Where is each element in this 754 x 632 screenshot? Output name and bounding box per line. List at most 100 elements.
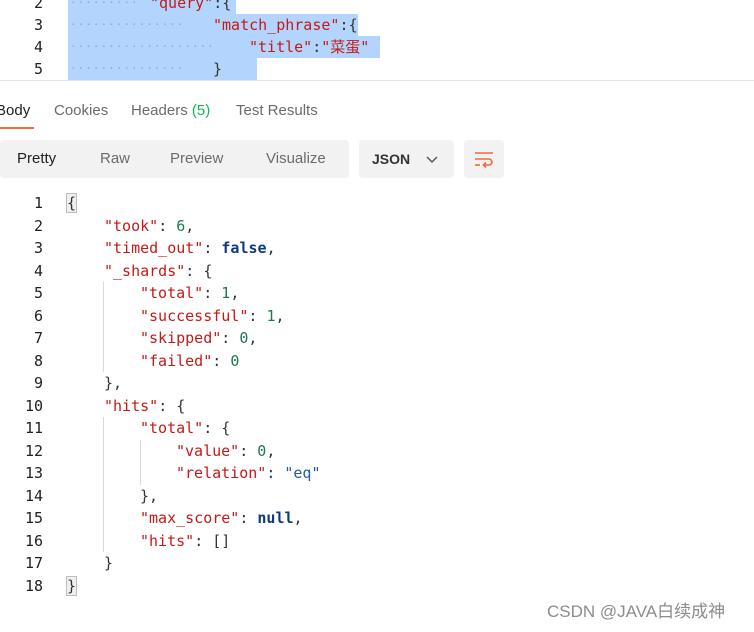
- json-key: "value": [176, 441, 240, 460]
- json-key: "timed_out": [104, 239, 204, 257]
- json-value: {: [176, 396, 186, 415]
- headers-count-badge: (5): [191, 102, 211, 119]
- line-number: 2: [33, 216, 43, 235]
- code-line: 16 "hits": []: [0, 530, 754, 553]
- json-key: "total": [140, 419, 204, 437]
- preview-button[interactable]: Preview: [170, 150, 224, 167]
- request-value: "菜蛋": [321, 38, 370, 56]
- json-key: "successful": [140, 306, 249, 325]
- tab-test-results[interactable]: Test Results: [236, 102, 318, 119]
- request-punct: }: [213, 60, 223, 78]
- pretty-button[interactable]: Pretty: [17, 150, 57, 167]
- line-number: 2: [33, 0, 43, 12]
- line-number: 4: [33, 261, 43, 280]
- line-number: 7: [33, 329, 43, 347]
- code-line: 10 "hits": {: [0, 395, 754, 418]
- json-separator: :: [203, 284, 222, 302]
- json-brace: }: [104, 554, 114, 572]
- line-number: 1: [33, 194, 43, 212]
- request-line: 5 ··············· }: [0, 58, 754, 80]
- line-number: 9: [33, 374, 43, 392]
- selection-highlight: [68, 14, 358, 36]
- json-separator: :: [239, 509, 258, 527]
- matched-brace: }: [65, 575, 78, 596]
- json-separator: :: [221, 329, 240, 347]
- line-number: 11: [24, 419, 43, 437]
- json-separator: :: [203, 419, 222, 437]
- json-separator: :: [185, 261, 204, 280]
- code-line: 3 "timed_out": false,: [0, 237, 754, 260]
- json-comma: ,: [266, 441, 276, 460]
- line-number: 10: [24, 396, 43, 415]
- wrap-lines-button[interactable]: [464, 140, 504, 178]
- code-line: 12 "value": 0,: [0, 440, 754, 463]
- line-number: 5: [33, 284, 43, 302]
- json-comma: ,: [275, 306, 285, 325]
- selection-highlight: [68, 36, 380, 58]
- code-line: 13 "relation": "eq": [0, 462, 754, 485]
- tab-body[interactable]: Body: [0, 102, 31, 119]
- request-body-editor[interactable]: 2 ········· "query":{ 3 ··············· …: [0, 0, 754, 80]
- json-separator: :: [194, 531, 213, 550]
- indent-guide: [103, 282, 104, 372]
- response-tabs: Body Cookies Headers (5) Test Results: [0, 94, 754, 130]
- visualize-button[interactable]: Visualize: [266, 150, 326, 167]
- json-key: "_shards": [104, 261, 186, 280]
- line-number: 3: [33, 16, 43, 34]
- request-punct: :{: [213, 0, 232, 12]
- json-key: "hits": [104, 396, 159, 415]
- json-separator: :: [239, 441, 258, 460]
- code-line: 4 "_shards": {: [0, 260, 754, 283]
- indent-dots: ···················: [70, 40, 215, 53]
- json-comma: ,: [266, 239, 276, 257]
- code-line: 6 "successful": 1,: [0, 305, 754, 328]
- code-line: 1 {: [0, 192, 754, 215]
- active-tab-indicator: [0, 127, 34, 129]
- json-key: "hits": [140, 531, 195, 550]
- json-value: 0: [239, 329, 249, 347]
- code-line: 17 }: [0, 552, 754, 575]
- wrap-lines-icon: [475, 152, 493, 168]
- indent-dots: ·········: [70, 0, 139, 9]
- json-value: []: [212, 531, 231, 550]
- line-number: 17: [24, 554, 43, 572]
- json-comma: ,: [185, 216, 195, 235]
- json-value: "eq": [284, 464, 321, 482]
- selection-highlight: [68, 58, 257, 80]
- format-select[interactable]: JSON: [359, 140, 454, 178]
- code-line: 5 "total": 1,: [0, 282, 754, 305]
- json-value: false: [221, 239, 267, 257]
- code-line: 15 "max_score": null,: [0, 507, 754, 530]
- line-number: 3: [33, 239, 43, 257]
- request-line: 2 ········· "query":{: [0, 0, 754, 14]
- tab-headers[interactable]: Headers (5): [131, 102, 210, 119]
- chevron-down-icon: [426, 156, 438, 164]
- raw-button[interactable]: Raw: [100, 150, 131, 167]
- json-brace: },: [140, 486, 159, 505]
- watermark: CSDN @JAVA白续成神: [547, 602, 726, 621]
- matched-brace: {: [65, 193, 78, 213]
- tab-cookies[interactable]: Cookies: [54, 102, 109, 119]
- json-key: "max_score": [140, 509, 240, 527]
- json-comma: ,: [230, 284, 240, 302]
- json-value: {: [221, 419, 231, 437]
- code-line: 8 "failed": 0: [0, 350, 754, 373]
- format-select-value: JSON: [372, 151, 411, 167]
- request-punct: :{: [339, 16, 358, 34]
- line-number: 4: [33, 38, 43, 56]
- indent-guide: [103, 417, 104, 552]
- json-separator: :: [158, 216, 177, 235]
- json-value: 1: [221, 284, 231, 302]
- request-line: 4 ··················· "title":"菜蛋": [0, 36, 754, 58]
- selection-highlight: [68, 0, 236, 14]
- json-value: 6: [176, 216, 186, 235]
- json-key: "total": [140, 284, 204, 302]
- editor-divider: [0, 80, 754, 81]
- json-value: 0: [257, 441, 267, 460]
- json-value: null: [257, 509, 294, 527]
- code-line: 9 },: [0, 372, 754, 395]
- json-separator: :: [212, 351, 231, 370]
- json-separator: :: [266, 464, 285, 482]
- indent-guide: [140, 440, 141, 485]
- line-number: 12: [24, 441, 43, 460]
